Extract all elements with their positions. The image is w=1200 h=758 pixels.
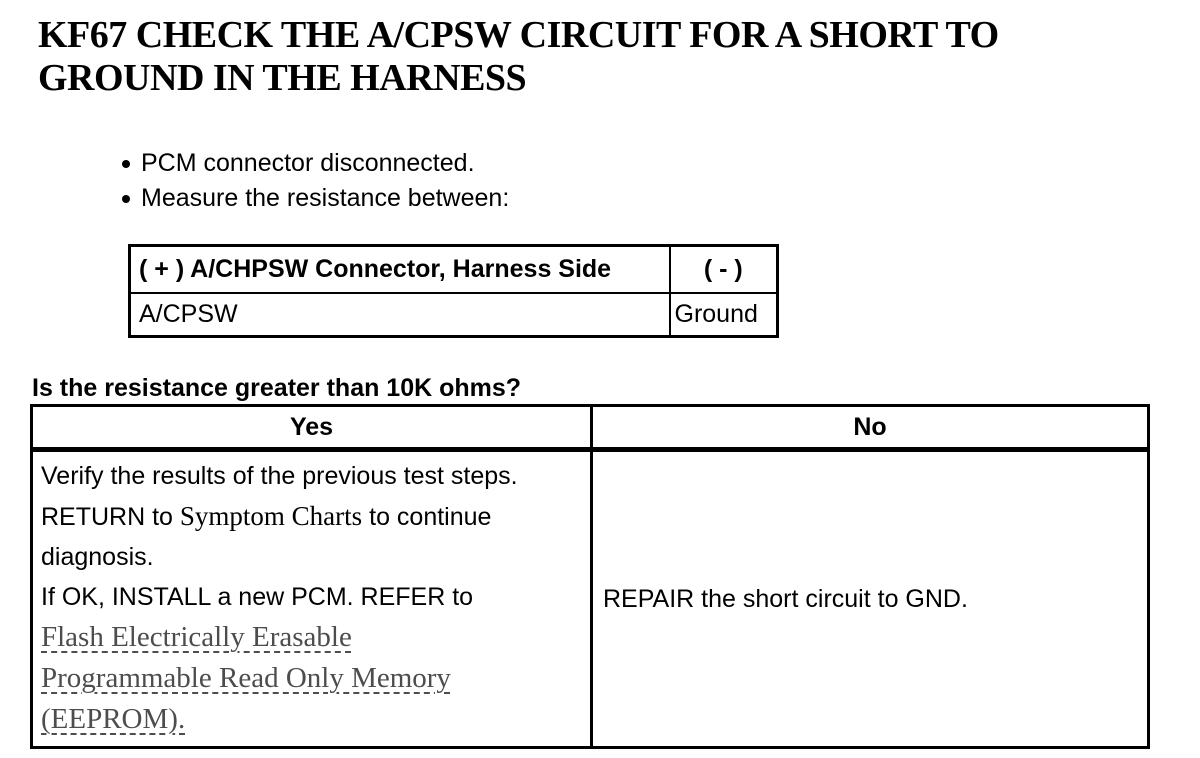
eeprom-link[interactable]: (EEPROM). (41, 703, 186, 735)
decision-header-no: No (590, 404, 1150, 452)
measurement-table-row: A/CPSW Ground (128, 291, 779, 338)
procedure-bullets: PCM connector disconnected.Measure the r… (120, 146, 509, 216)
page-title-line2: GROUND IN THE HARNESS (38, 57, 527, 99)
measurement-header-positive: ( + ) A/CHPSW Connector, Harness Side (128, 244, 671, 294)
no-action-text: REPAIR the short circuit to GND. (603, 584, 968, 613)
text-span: to continue (362, 503, 492, 531)
text-span: Verify the results of the previous test … (41, 462, 518, 490)
text-span: RETURN to (41, 503, 180, 531)
eeprom-link[interactable]: Programmable Read Only Memory (41, 662, 451, 694)
measurement-cell-signal: A/CPSW (128, 291, 671, 338)
yes-line: If OK, INSTALL a new PCM. REFER to (41, 579, 584, 619)
decision-table-body-row: Verify the results of the previous test … (30, 448, 1150, 749)
measurement-table-header-row: ( + ) A/CHPSW Connector, Harness Side ( … (128, 244, 779, 294)
no-cell: REPAIR the short circuit to GND. (590, 448, 1150, 749)
bullet-item: Measure the resistance between: (120, 181, 509, 216)
yes-line: Verify the results of the previous test … (41, 458, 584, 498)
question-text: Is the resistance greater than 10K ohms? (32, 374, 522, 402)
yes-line: Flash Electrically Erasable (41, 619, 584, 660)
measurement-table: ( + ) A/CHPSW Connector, Harness Side ( … (128, 244, 779, 338)
measurement-header-negative: ( - ) (668, 244, 779, 294)
decision-table-header-row: Yes No (30, 404, 1150, 452)
bullet-item: PCM connector disconnected. (120, 146, 509, 181)
symptom-charts-ref: Symptom Charts (179, 501, 363, 531)
yes-line: RETURN to Symptom Charts to continue (41, 498, 584, 539)
yes-line: diagnosis. (41, 539, 584, 579)
page-title: KF67 CHECK THE A/CPSW CIRCUIT FOR A SHOR… (38, 14, 999, 100)
yes-cell: Verify the results of the previous test … (30, 448, 593, 749)
decision-table: Yes No Verify the results of the previou… (30, 404, 1150, 749)
eeprom-link[interactable]: Flash Electrically Erasable (41, 621, 352, 653)
text-span: diagnosis. (41, 543, 154, 571)
text-span: If OK, INSTALL a new PCM. REFER to (41, 583, 474, 611)
yes-line: Programmable Read Only Memory (41, 660, 584, 701)
decision-header-yes: Yes (30, 404, 593, 452)
measurement-cell-ground: Ground (668, 291, 779, 338)
page-title-line1: KF67 CHECK THE A/CPSW CIRCUIT FOR A SHOR… (38, 14, 999, 56)
yes-line: (EEPROM). (41, 701, 584, 742)
